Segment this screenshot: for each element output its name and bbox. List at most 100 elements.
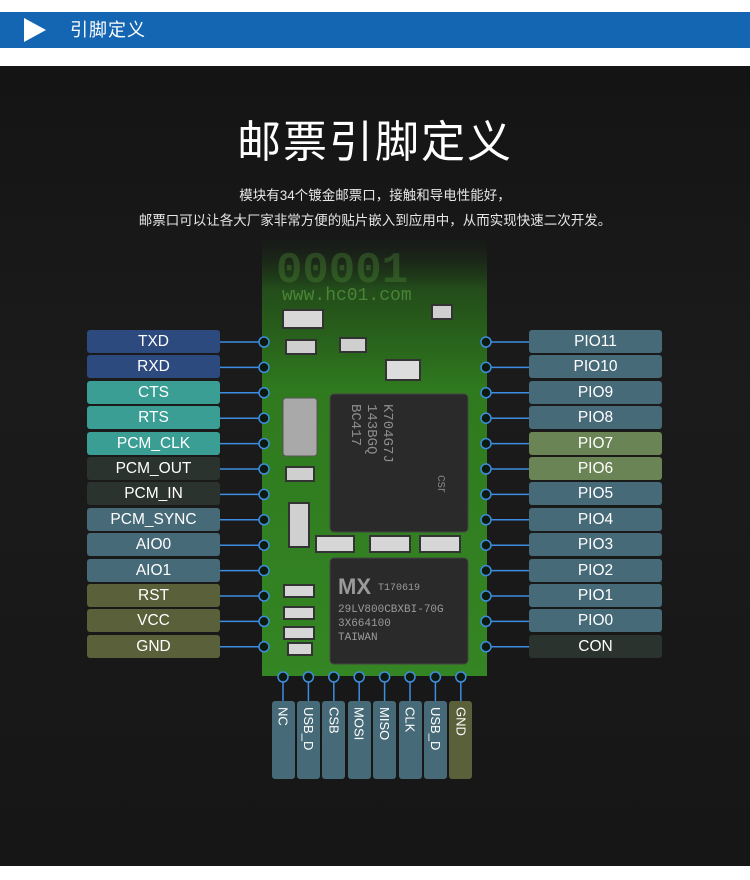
chip2-line1: T170619 — [378, 583, 420, 594]
pin-pad — [258, 539, 270, 551]
left-pin-aio1: AIO1 — [87, 558, 220, 582]
pin-pad — [480, 412, 492, 424]
description-line-2: 邮票口可以让各大厂家非常方便的贴片嵌入到应用中，从而实现快速二次开发。 — [138, 213, 612, 228]
board-watermark: www.hc01.com — [282, 286, 412, 306]
right-pin-pio9: PIO9 — [529, 380, 662, 404]
right-pin-pio1: PIO1 — [529, 584, 662, 607]
bottom-pin-miso-4: MISO — [373, 701, 397, 779]
bottom-pin-label: CLK — [402, 707, 418, 733]
bottom-pin-clk-5: CLK — [398, 701, 422, 779]
pin-pad — [258, 463, 270, 475]
smd-component — [288, 502, 310, 548]
chip2-line4: TAIWAN — [338, 632, 378, 644]
pin-pad — [258, 361, 270, 374]
left-pin-cts: CTS — [87, 380, 220, 404]
pin-pad — [258, 564, 270, 577]
left-pin-aio0: AIO0 — [87, 533, 220, 557]
bottom-pin-label: MISO — [377, 707, 393, 741]
smd-component — [283, 606, 315, 620]
left-pin-rst: RST — [87, 584, 220, 607]
left-pin-pcm-out: PCM_OUT — [87, 457, 220, 480]
chip1-logo: csr — [435, 475, 450, 493]
section-header: 引脚定义 — [0, 12, 750, 48]
bottom-pin-gnd-7: GND — [449, 701, 473, 779]
pin-pad — [480, 514, 492, 526]
pin-pad — [378, 671, 391, 683]
chip1-line2: 143BGQ — [363, 404, 379, 454]
chip2-line3: 3X664100 — [338, 618, 391, 630]
smd-component — [369, 535, 411, 553]
pin-pad — [480, 488, 492, 501]
flash-chip — [329, 557, 469, 665]
smd-component — [283, 626, 315, 640]
pin-pad — [353, 671, 365, 683]
pin-pad — [480, 361, 492, 374]
right-pin-pio6: PIO6 — [529, 457, 662, 480]
pin-pad — [480, 564, 492, 577]
bottom-pin-label: GND — [453, 707, 469, 736]
bottom-pin-label: NC — [275, 707, 291, 726]
left-pin-rxd: RXD — [87, 355, 220, 379]
pin-pad — [302, 671, 315, 683]
play-arrow-icon — [24, 18, 46, 42]
smd-component — [283, 584, 315, 598]
right-pin-pio11: PIO11 — [529, 330, 662, 353]
description-line-1: 模块有34个镀金邮票口，接触和导电性能好， — [239, 188, 511, 203]
pin-pad — [258, 437, 270, 450]
left-pin-rts: RTS — [87, 406, 220, 430]
smd-component — [339, 337, 367, 353]
left-pin-pcm-in: PCM_IN — [87, 482, 220, 506]
right-pin-pio10: PIO10 — [529, 355, 662, 379]
smd-component — [285, 339, 317, 355]
page-title: 邮票引脚定义 — [237, 118, 513, 167]
chip2-line2: 29LV800CBXBI-70G — [338, 604, 444, 616]
left-pin-pcm-sync: PCM_SYNC — [87, 507, 220, 531]
bottom-pin-nc-0: NC — [271, 701, 295, 779]
bottom-pin-label: CSB — [326, 707, 342, 734]
right-pin-pio8: PIO8 — [529, 406, 662, 430]
left-pin-txd: TXD — [87, 330, 220, 353]
right-pin-pio0: PIO0 — [529, 609, 662, 633]
pin-pad — [258, 336, 270, 348]
left-pin-gnd: GND — [87, 634, 220, 658]
right-pin-pio3: PIO3 — [529, 533, 662, 557]
pin-pad — [258, 387, 270, 399]
pin-pad — [455, 671, 467, 683]
chip1-line3: K704G7J — [379, 404, 395, 463]
bottom-pin-csb-2: CSB — [322, 701, 346, 779]
pin-pad — [480, 590, 492, 602]
smd-component — [282, 309, 324, 329]
pin-pad — [258, 615, 270, 628]
pin-pad — [258, 514, 270, 526]
smd-component — [315, 535, 355, 553]
smd-component — [285, 466, 315, 482]
pin-pad — [404, 671, 416, 683]
left-pin-pcm-clk: PCM_CLK — [87, 431, 220, 455]
pin-pad — [258, 488, 270, 501]
bluetooth-chip — [329, 393, 469, 533]
right-pin-con: CON — [529, 634, 662, 658]
pin-pad — [480, 387, 492, 399]
pin-pad — [480, 615, 492, 628]
bottom-pin-label: USB_D — [427, 707, 443, 751]
pin-pad — [258, 590, 270, 602]
right-pin-pio7: PIO7 — [529, 431, 662, 455]
pin-pad — [480, 437, 492, 450]
pin-pad — [328, 671, 340, 683]
chip1-line1: BC417 — [347, 404, 363, 446]
pin-pad — [258, 412, 270, 424]
pin-pad — [277, 671, 289, 683]
crystal-component — [282, 397, 318, 457]
bottom-pin-usb-d-1: USB_D — [296, 701, 320, 779]
right-pin-pio4: PIO4 — [529, 507, 662, 531]
pin-pad — [480, 539, 492, 551]
smd-component — [385, 359, 421, 381]
pin-pad — [480, 336, 492, 348]
section-title: 引脚定义 — [70, 20, 146, 40]
right-pin-pio2: PIO2 — [529, 558, 662, 582]
bottom-pin-mosi-3: MOSI — [347, 701, 371, 779]
board-logo-digits: 00001 — [276, 246, 408, 296]
pin-pad — [480, 641, 492, 653]
bottom-pin-label: MOSI — [351, 707, 367, 741]
